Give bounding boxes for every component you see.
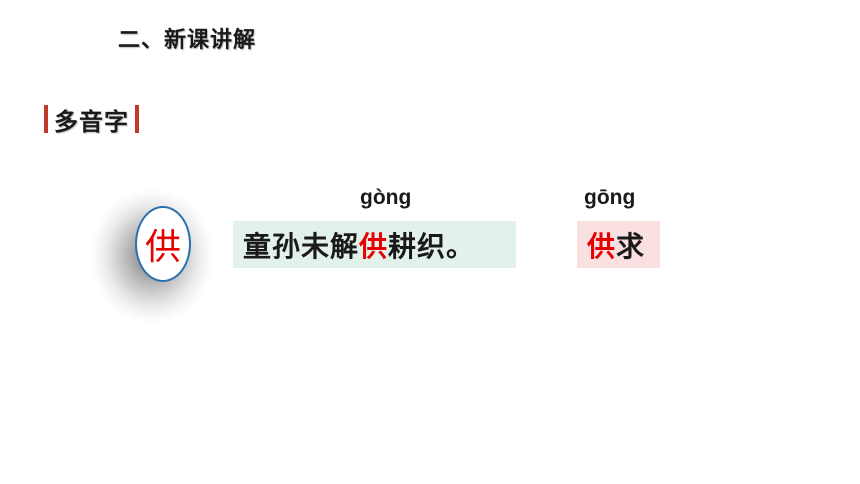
word-highlight-char: 供 <box>587 229 617 263</box>
topic-heading: 多音字 <box>44 103 139 136</box>
example-sentence-box: 童孙未解供耕织。 <box>233 221 516 268</box>
pinyin-reading-2: gōng <box>584 186 636 209</box>
example-highlight-char: 供 <box>359 229 389 263</box>
pinyin-reading-1: gòng <box>360 186 412 209</box>
character-circle: 供 <box>135 206 191 282</box>
right-accent-bar <box>135 105 139 133</box>
character-glyph: 供 <box>144 227 181 268</box>
topic-label: 多音字 <box>54 107 129 136</box>
example-word-box: 供求 <box>577 221 660 268</box>
word-text-after: 求 <box>616 229 646 263</box>
example-text-before: 童孙未解 <box>243 229 360 263</box>
left-accent-bar <box>44 105 48 133</box>
example-text-after: 耕织。 <box>388 229 476 263</box>
section-title: 二、新课讲解 <box>118 28 257 53</box>
